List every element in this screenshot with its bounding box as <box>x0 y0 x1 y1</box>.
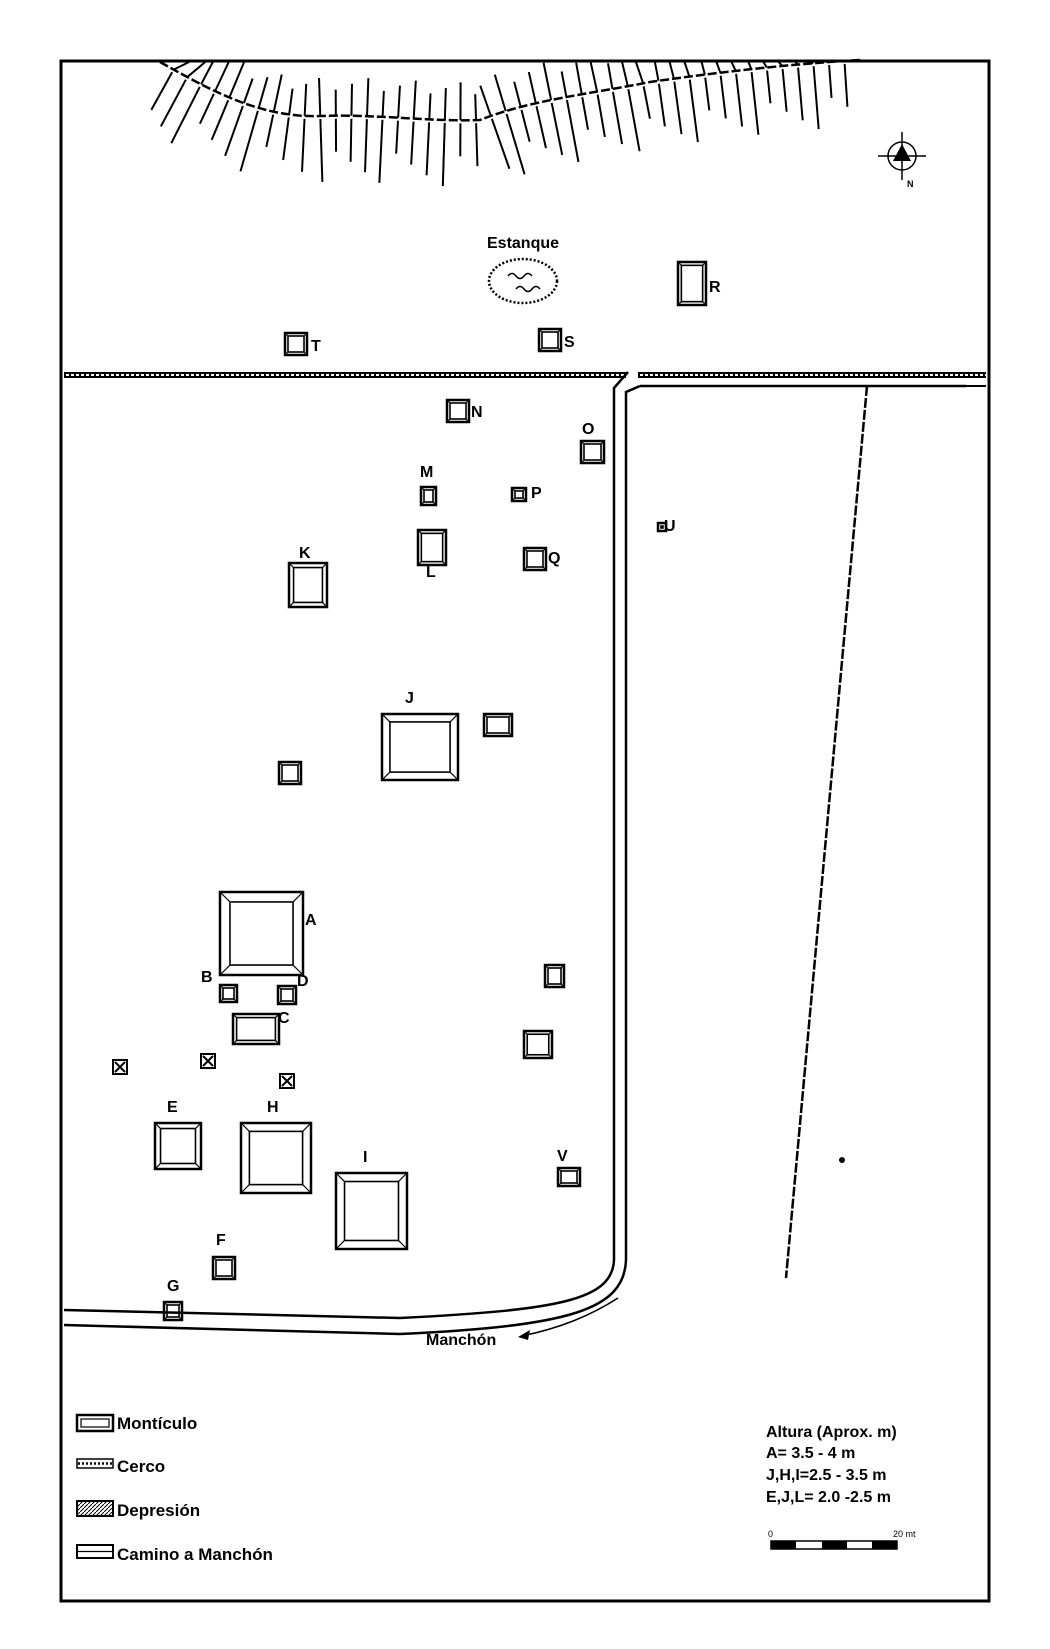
mound-o <box>579 439 606 465</box>
mound-l <box>416 528 448 567</box>
mound-label-u: U <box>664 518 676 535</box>
mound-label-p: P <box>531 485 542 502</box>
mound-x5 <box>112 1059 128 1075</box>
mound-b <box>218 983 239 1004</box>
mound-label-t: T <box>311 338 321 355</box>
mound-label-h: H <box>267 1099 279 1116</box>
mound-v <box>556 1166 582 1188</box>
legend-cerco: Cerco <box>76 1457 165 1476</box>
mound-label-k: K <box>299 545 311 562</box>
mound-f <box>211 1255 237 1281</box>
mound-label-f: F <box>216 1232 226 1249</box>
scale-start-label: 0 <box>768 1529 773 1539</box>
mound-label-j: J <box>405 690 414 707</box>
mound-s <box>537 327 563 353</box>
mound-j <box>380 712 460 782</box>
road-direction-arrow: Manchón <box>426 1297 619 1349</box>
mound-p <box>510 486 528 503</box>
mound-q <box>522 546 548 572</box>
mound-e <box>153 1121 203 1171</box>
scale-bar: 0 20 mt <box>768 1529 916 1550</box>
mound-label-e: E <box>167 1099 178 1116</box>
mound-x7 <box>279 1073 295 1089</box>
mound-u <box>656 521 668 533</box>
legend-cerco-label: Cerco <box>117 1457 165 1476</box>
pond: Estanque <box>487 235 559 305</box>
mound-c <box>231 1012 281 1046</box>
mound-d <box>276 984 298 1006</box>
mound-label-q: Q <box>548 550 560 567</box>
mound-k <box>287 561 329 609</box>
mound-label-s: S <box>564 334 575 351</box>
mound-label-b: B <box>201 969 213 986</box>
map-frame <box>59 59 991 1603</box>
mound-label-c: C <box>278 1010 290 1027</box>
heights-title: Altura (Aprox. m) <box>766 1424 897 1441</box>
heights-line-2: J,H,I=2.5 - 3.5 m <box>766 1467 887 1484</box>
mound-m <box>419 485 438 507</box>
mound-label-i: I <box>363 1149 367 1166</box>
mound-label-r: R <box>709 279 721 296</box>
road-label: Manchón <box>426 1332 496 1349</box>
mound-x2 <box>522 1029 554 1060</box>
mound-r <box>676 260 708 307</box>
legend: Montículo Cerco Depresión Camino a Manch… <box>75 1413 273 1564</box>
mound-x3 <box>482 712 514 738</box>
mound-label-a: A <box>305 912 317 929</box>
legend-camino-label: Camino a Manchón <box>117 1545 273 1564</box>
legend-monticulo: Montículo <box>75 1413 197 1433</box>
mound-n <box>445 398 471 424</box>
mound-g <box>162 1300 184 1322</box>
mound-label-l: L <box>426 564 436 581</box>
mound-label-m: M <box>420 464 433 481</box>
mound-label-d: D <box>297 973 309 990</box>
road <box>63 371 966 1336</box>
mounds <box>112 260 708 1322</box>
field-boundary <box>784 385 869 1279</box>
mound-label-v: V <box>557 1148 568 1165</box>
legend-depresion: Depresión <box>76 1500 200 1520</box>
mound-t <box>283 331 309 357</box>
mound-a <box>218 890 305 977</box>
heights-line-3: E,J,L= 2.0 -2.5 m <box>766 1489 891 1506</box>
legend-camino: Camino a Manchón <box>76 1544 273 1564</box>
heights-legend: Altura (Aprox. m) A= 3.5 - 4 m J,H,I=2.5… <box>766 1424 897 1506</box>
mound-label-n: N <box>471 404 483 421</box>
heights-line-1: A= 3.5 - 4 m <box>766 1445 855 1462</box>
compass-rose: N <box>878 132 926 189</box>
mound-label-g: G <box>167 1278 179 1295</box>
mound-label-o: O <box>582 421 594 438</box>
escarpment <box>150 58 861 187</box>
legend-monticulo-label: Montículo <box>117 1414 197 1433</box>
mound-x6 <box>200 1053 216 1069</box>
pond-label: Estanque <box>487 235 559 252</box>
point-marker <box>839 1157 845 1163</box>
mound-h <box>239 1121 313 1195</box>
legend-depresion-label: Depresión <box>117 1501 200 1520</box>
scale-end-label: 20 mt <box>893 1529 916 1539</box>
mound-x4 <box>277 760 303 786</box>
mound-i <box>334 1171 409 1251</box>
mound-labels: A B C D E F G H I J K L M N O P Q R S T … <box>167 279 721 1295</box>
fence <box>64 372 986 378</box>
compass-north-label: N <box>907 179 914 189</box>
mound-x1 <box>543 963 566 989</box>
